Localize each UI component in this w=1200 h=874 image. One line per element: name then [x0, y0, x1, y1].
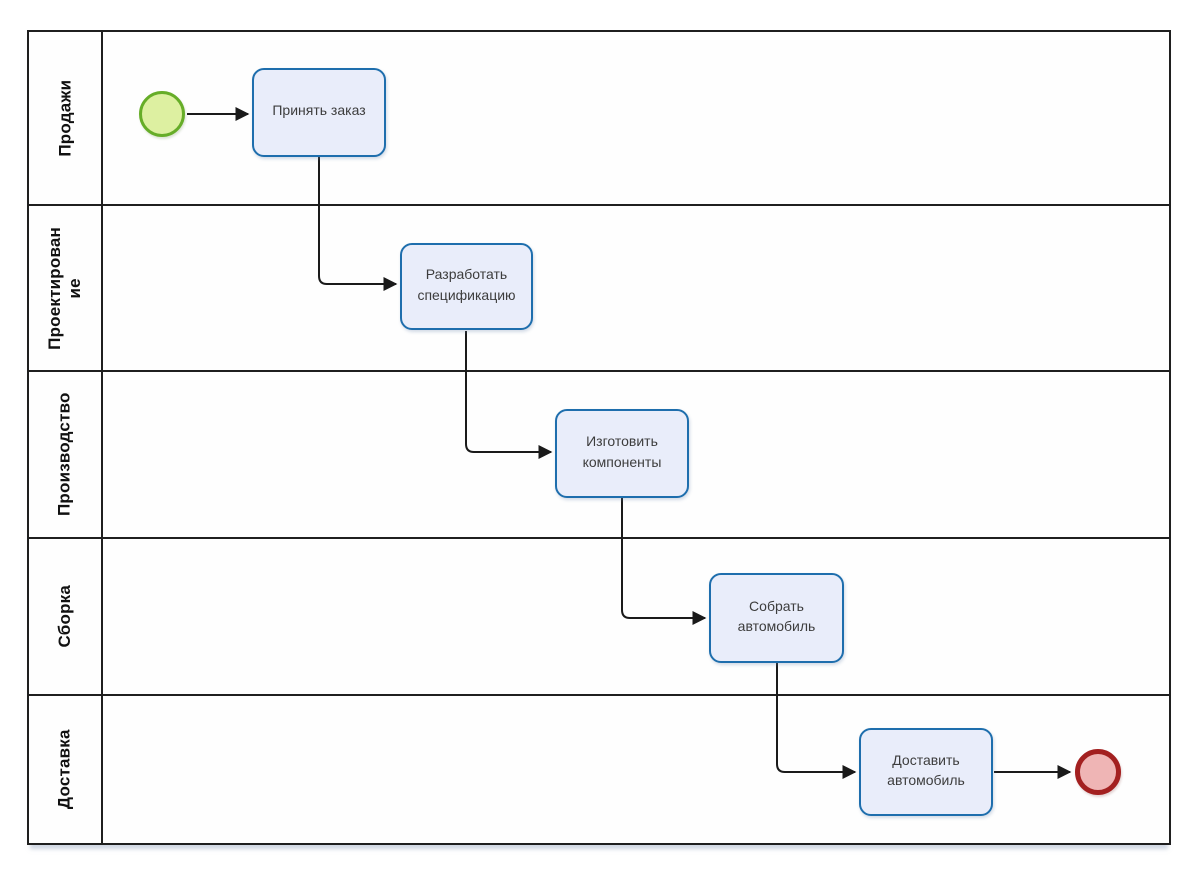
task-label: Разработать спецификацию: [417, 266, 516, 303]
lane-label: Проектирован ие: [44, 226, 85, 350]
end-event[interactable]: [1075, 749, 1121, 795]
lane-production: Производство: [29, 370, 1169, 537]
lane-body: [103, 539, 1169, 694]
lane-header-design: Проектирован ие: [29, 206, 103, 370]
task-develop-specification[interactable]: Разработать спецификацию: [400, 243, 533, 330]
lane-delivery: Доставка: [29, 694, 1169, 843]
task-assemble-car[interactable]: Собрать автомобиль: [709, 573, 844, 663]
lane-label: Производство: [54, 392, 74, 517]
lane-assembly: Сборка: [29, 537, 1169, 694]
task-accept-order[interactable]: Принять заказ: [252, 68, 386, 157]
lane-sales: Продажи: [29, 32, 1169, 204]
lane-design: Проектирован ие: [29, 204, 1169, 370]
task-label: Доставить автомобиль: [887, 751, 965, 788]
lane-body: [103, 696, 1169, 843]
lane-header-sales: Продажи: [29, 32, 103, 204]
task-manufacture-components[interactable]: Изготовить компоненты: [555, 409, 689, 498]
lane-header-assembly: Сборка: [29, 539, 103, 694]
task-label: Собрать автомобиль: [737, 597, 816, 634]
task-deliver-car[interactable]: Доставить автомобиль: [859, 728, 993, 816]
lane-label: Продажи: [54, 79, 74, 157]
lane-label: Доставка: [54, 729, 74, 810]
task-label: Принять заказ: [272, 102, 366, 119]
task-label: Изготовить компоненты: [582, 433, 662, 470]
lane-body: [103, 206, 1169, 370]
start-event[interactable]: [139, 91, 185, 137]
lane-label: Сборка: [54, 585, 74, 648]
lane-header-production: Производство: [29, 372, 103, 537]
lane-header-delivery: Доставка: [29, 696, 103, 843]
